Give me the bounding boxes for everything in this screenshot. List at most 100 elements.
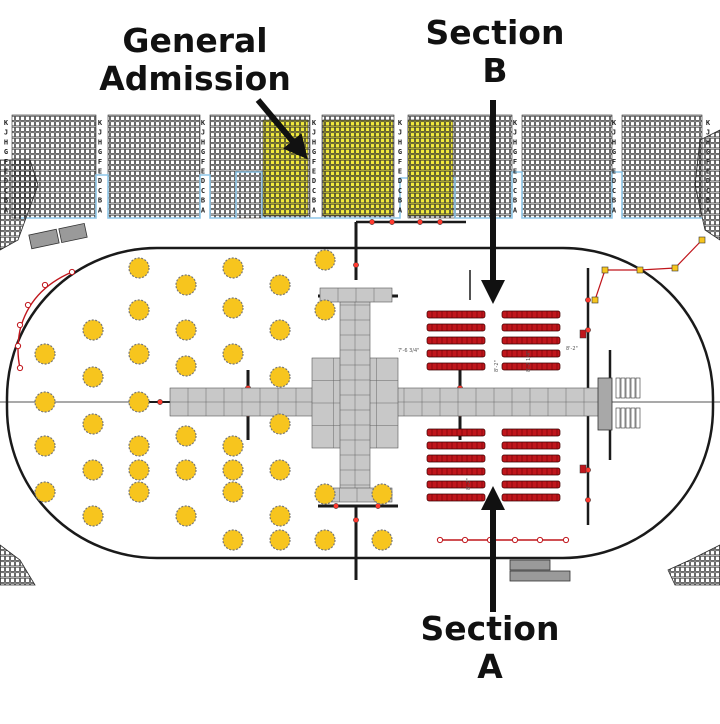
row-letter: C <box>612 187 616 195</box>
row-letter: K <box>312 119 317 127</box>
dimension-note: 8'-2 1/4" <box>526 351 532 372</box>
section-a-line2: A <box>477 647 503 686</box>
table <box>269 459 291 481</box>
row-letter: H <box>398 138 402 146</box>
row-letter: F <box>398 158 402 166</box>
truss-light <box>417 219 423 225</box>
row-letter: B <box>201 197 205 205</box>
seat-row <box>426 362 486 371</box>
string-light <box>536 536 544 544</box>
table <box>82 319 104 341</box>
row-letter: G <box>98 148 102 156</box>
stands-trim <box>20 171 702 219</box>
table <box>175 274 197 296</box>
table <box>371 529 393 551</box>
row-letter: H <box>513 138 517 146</box>
string-light <box>562 536 570 544</box>
row-letter: B <box>312 197 316 205</box>
row-letter: E <box>513 168 517 176</box>
row-letter: E <box>201 168 205 176</box>
row-letter: F <box>201 158 205 166</box>
section-b-line1: Section <box>425 13 565 52</box>
arrows <box>255 98 505 612</box>
row-letter: H <box>4 138 8 146</box>
right-corner-stand <box>694 129 720 241</box>
string-light <box>511 536 519 544</box>
row-letter: D <box>312 177 316 185</box>
seat-row <box>501 467 561 476</box>
row-letter: J <box>312 129 316 137</box>
lower-left-stand <box>0 544 36 586</box>
row-letter: K <box>398 119 403 127</box>
floor-tables <box>34 249 393 551</box>
table <box>222 459 244 481</box>
seat-row <box>501 428 561 437</box>
dimension-note: 8'-2" <box>566 346 578 352</box>
row-letter: J <box>513 129 517 137</box>
row-letter: H <box>312 138 316 146</box>
stair-step <box>625 407 631 429</box>
seat-row <box>501 336 561 345</box>
row-letter: A <box>312 206 317 214</box>
row-letter: J <box>4 129 8 137</box>
row-letter: C <box>398 187 402 195</box>
seat-row <box>426 493 486 502</box>
truss-light <box>585 497 591 503</box>
seat-box <box>579 329 587 339</box>
string-light <box>14 342 22 350</box>
table <box>34 391 56 413</box>
stair-step <box>625 377 631 399</box>
row-letter: A <box>398 206 403 214</box>
dimension-note: 8'-2" <box>466 478 472 490</box>
row-letter: C <box>98 187 102 195</box>
table <box>82 505 104 527</box>
seat-row <box>501 310 561 319</box>
table <box>34 435 56 457</box>
seat-row <box>501 493 561 502</box>
row-letter: G <box>513 148 517 156</box>
stairs-right <box>597 377 641 431</box>
row-letter: D <box>98 177 102 185</box>
string-light <box>436 536 444 544</box>
stair-step <box>635 407 641 429</box>
section-b-label: Section B <box>415 14 575 90</box>
row-letter: D <box>201 177 205 185</box>
table <box>222 529 244 551</box>
row-letter: K <box>201 119 206 127</box>
row-letter: J <box>612 129 616 137</box>
seat-row <box>426 428 486 437</box>
dimension-notes: 7'-6 3/4"8'-2"8'-2 1/4"8'-2"8'-2" <box>398 346 578 490</box>
row-letter: A <box>98 206 103 214</box>
general-admission-area[interactable] <box>262 119 454 217</box>
table <box>269 529 291 551</box>
row-letter: H <box>98 138 102 146</box>
row-letter: D <box>612 177 616 185</box>
stand-block <box>107 114 201 219</box>
row-letter: D <box>398 177 402 185</box>
truss-light <box>353 262 359 268</box>
section-b-line2: B <box>482 51 508 90</box>
truss-light <box>375 503 381 509</box>
table <box>128 435 150 457</box>
stage-platform <box>169 287 601 503</box>
table <box>128 391 150 413</box>
table <box>82 413 104 435</box>
string-box <box>698 236 706 244</box>
section-a-line1: Section <box>420 609 560 648</box>
table <box>314 529 336 551</box>
row-letter: K <box>4 119 9 127</box>
row-letter: E <box>98 168 102 176</box>
row-letter: A <box>201 206 206 214</box>
section-seating[interactable] <box>426 310 587 502</box>
table <box>128 257 150 279</box>
row-letter: G <box>201 148 205 156</box>
string-light <box>461 536 469 544</box>
seat-row <box>426 441 486 450</box>
truss-light <box>353 517 359 523</box>
table <box>222 297 244 319</box>
row-letter: K <box>98 119 103 127</box>
row-letter: F <box>612 158 616 166</box>
row-letter: B <box>98 197 102 205</box>
truss-light <box>585 297 591 303</box>
